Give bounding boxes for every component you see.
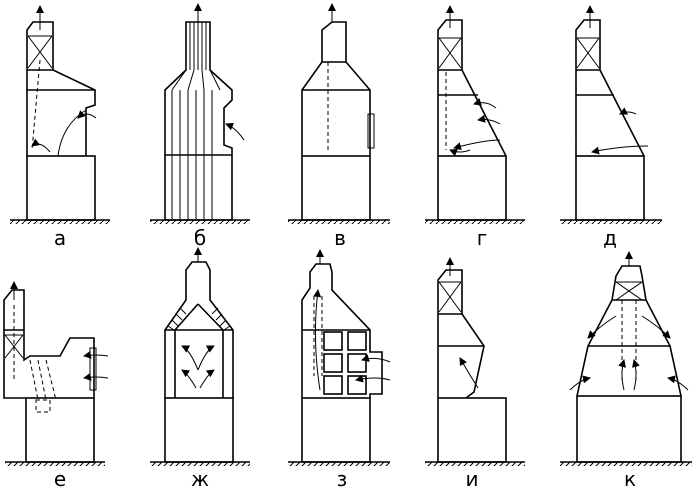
label-v: в <box>334 226 346 250</box>
label-i: и <box>466 467 479 491</box>
label-zh: ж <box>191 467 209 491</box>
figure-z: з <box>288 249 391 491</box>
label-b: б <box>194 226 206 250</box>
label-a: а <box>54 226 66 250</box>
label-e: е <box>54 467 66 491</box>
figure-zh: ж <box>150 247 250 491</box>
label-g: г <box>477 226 488 250</box>
figure-a: а <box>10 5 110 250</box>
figure-i: и <box>425 257 525 491</box>
figure-v: в <box>288 3 390 250</box>
figure-g: г <box>425 5 525 250</box>
figure-e: е <box>3 281 109 491</box>
label-k: к <box>624 467 636 491</box>
figure-k: к <box>560 251 692 491</box>
figure-b: б <box>150 3 250 250</box>
label-z: з <box>337 467 348 491</box>
figure-d: д <box>560 5 662 250</box>
label-d: д <box>603 226 617 250</box>
